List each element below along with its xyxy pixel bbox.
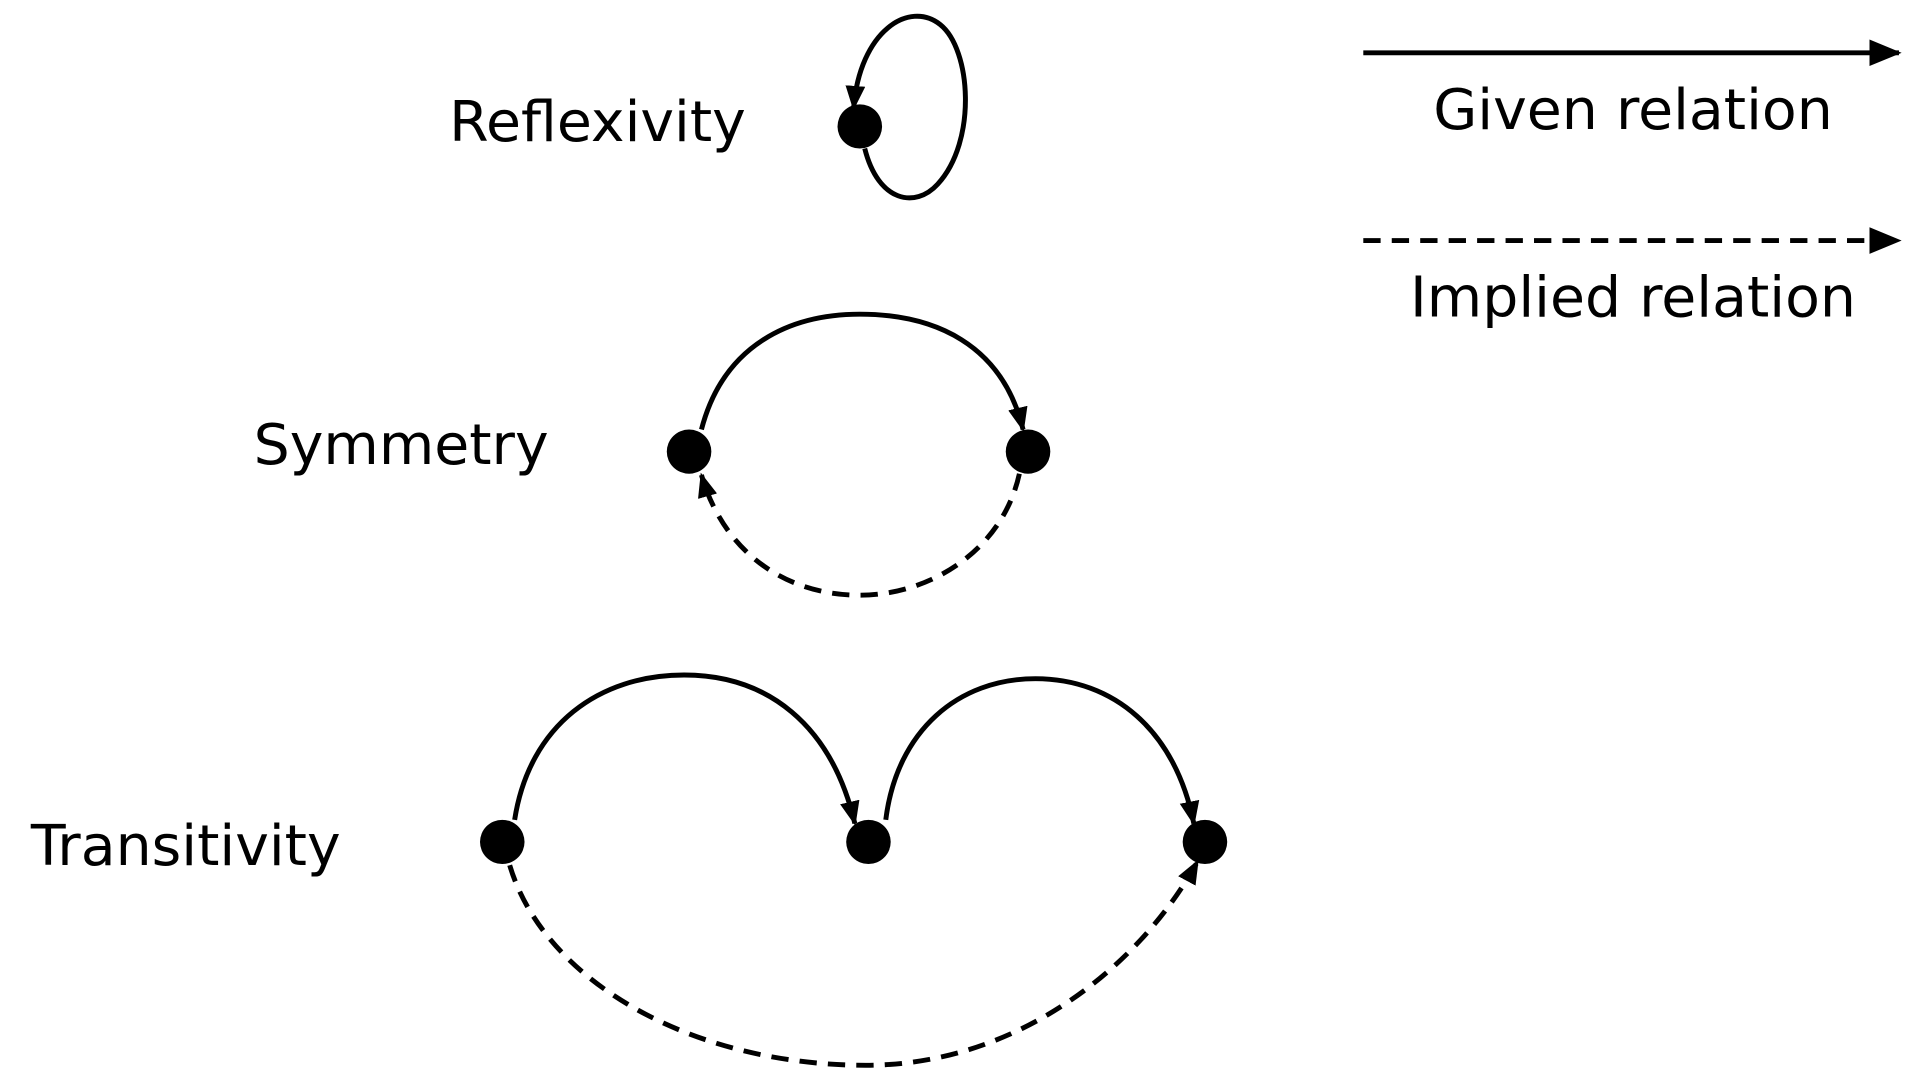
node	[666, 429, 712, 474]
label-symmetry: Symmetry	[254, 412, 549, 478]
legend-implied-label: Implied relation	[1410, 265, 1856, 331]
given-edge	[512, 672, 860, 826]
reflexive-loop-edge	[845, 13, 968, 201]
node	[846, 819, 891, 864]
implied-edge	[698, 472, 1022, 598]
node	[1182, 819, 1228, 864]
implied-edge	[507, 859, 1200, 1068]
node	[1005, 429, 1051, 474]
node	[480, 819, 525, 864]
node	[837, 104, 883, 149]
label-reflexivity: Reflexivity	[449, 89, 746, 155]
legend-given-label: Given relation	[1433, 77, 1833, 143]
given-edge	[699, 311, 1028, 432]
label-transitivity: Transitivity	[30, 813, 341, 879]
legend: Given relation Implied relation	[1363, 39, 1902, 331]
given-edge	[883, 676, 1200, 826]
